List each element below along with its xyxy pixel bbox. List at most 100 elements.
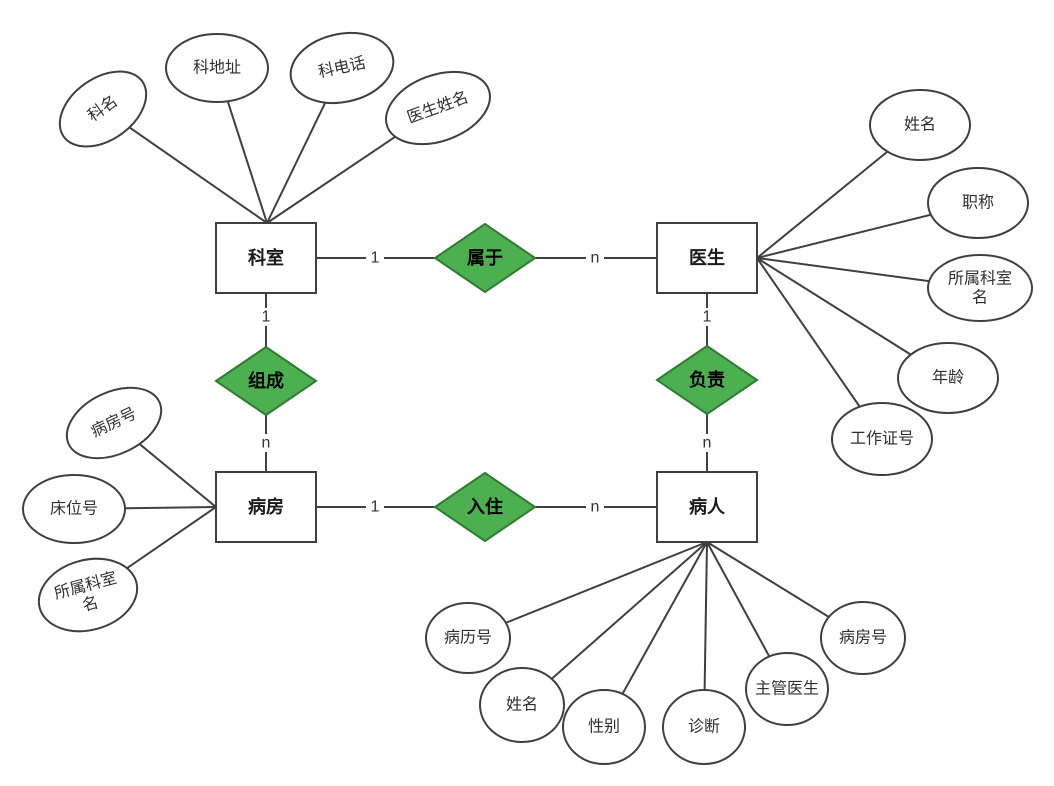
cardinality-text: 1 — [371, 250, 380, 267]
cardinality-text: n — [262, 435, 271, 452]
attribute-label-line2: 名 — [972, 289, 988, 307]
attribute-patient-record[interactable]: 病历号 — [425, 602, 511, 674]
cardinality-text: 1 — [703, 309, 712, 326]
entity-label: 病人 — [689, 496, 726, 517]
relationship-belongs-to[interactable]: 属于 — [433, 222, 537, 294]
attribute-dept-doctor-name[interactable]: 医生姓名 — [376, 59, 500, 158]
attribute-ellipse — [869, 89, 971, 161]
attribute-ward-number[interactable]: 病房号 — [56, 374, 173, 472]
attribute-doctor-age[interactable]: 年龄 — [897, 342, 999, 414]
attribute-patient-gender[interactable]: 性别 — [562, 689, 646, 765]
entity-doctor[interactable]: 医生 — [656, 222, 758, 294]
attribute-patient-ward-number[interactable]: 病房号 — [820, 601, 906, 675]
relationship-responsible-for[interactable]: 负责 — [655, 344, 759, 416]
cardinality-belongsto-from: 1 — [366, 249, 384, 267]
attribute-ellipse — [479, 667, 565, 743]
attribute-label: 主管医生 — [755, 680, 819, 698]
attribute-ellipse — [745, 652, 829, 726]
cardinality-checksin-from: 1 — [366, 498, 384, 516]
relationship-label: 组成 — [248, 370, 284, 391]
entity-label: 病房 — [248, 496, 284, 517]
attribute-doctor-work-id[interactable]: 工作证号 — [831, 402, 933, 476]
edge-patient-record — [467, 541, 708, 639]
attribute-label-line2: 名 — [80, 593, 100, 615]
attribute-ellipse — [289, 32, 395, 104]
attribute-ellipse — [385, 70, 491, 146]
entity-ward[interactable]: 病房 — [215, 471, 317, 543]
attribute-ellipse — [562, 689, 646, 765]
attribute-dept-address[interactable]: 科地址 — [165, 33, 269, 103]
attribute-ellipse — [22, 474, 126, 544]
attribute-ellipse — [662, 689, 746, 765]
attribute-patient-name[interactable]: 姓名 — [479, 667, 565, 743]
attribute-label: 性别 — [588, 718, 620, 736]
attribute-ward-dept-name[interactable]: 所属科室 名 — [31, 548, 146, 641]
entity-rect — [215, 222, 317, 294]
cardinality-text: 1 — [371, 499, 380, 516]
cardinality-responsible-to: n — [698, 434, 716, 452]
entity-label: 医生 — [689, 247, 725, 268]
attribute-label: 姓名 — [904, 116, 936, 134]
cardinality-composes-to: n — [257, 434, 275, 452]
attribute-ellipse — [37, 557, 139, 633]
attribute-label-line1: 所属科室 — [948, 270, 1012, 288]
attribute-label: 病历号 — [444, 629, 492, 647]
relationship-label: 属于 — [467, 248, 503, 268]
attribute-ellipse — [425, 602, 511, 674]
attribute-label: 职称 — [962, 194, 994, 212]
attribute-dept-phone[interactable]: 科电话 — [284, 24, 400, 112]
attribute-ellipse — [927, 254, 1033, 322]
cardinality-composes-from: 1 — [257, 308, 275, 326]
relationship-label: 入住 — [467, 496, 503, 517]
relationship-diamond — [433, 471, 537, 543]
attribute-label: 工作证号 — [850, 430, 914, 448]
attribute-label: 床位号 — [50, 500, 98, 518]
entity-rect — [656, 222, 758, 294]
cardinality-labels: 1 n 1 n 1 n 1 n — [257, 249, 716, 516]
cardinality-text: n — [591, 250, 600, 267]
cardinality-responsible-from: 1 — [698, 308, 716, 326]
entity-rect — [215, 471, 317, 543]
attribute-ellipse — [927, 167, 1029, 239]
attribute-patient-attending[interactable]: 主管医生 — [745, 652, 829, 726]
relationship-nodes: 属于 组成 负责 入住 — [214, 222, 759, 543]
attribute-ellipse — [165, 33, 269, 103]
attribute-label: 科地址 — [193, 59, 241, 77]
relationship-edges — [265, 257, 708, 508]
attribute-doctor-name[interactable]: 姓名 — [869, 89, 971, 161]
attribute-label: 年龄 — [932, 369, 964, 387]
attribute-dept-name[interactable]: 科名 — [46, 56, 160, 162]
relationship-composes[interactable]: 组成 — [214, 345, 318, 417]
attribute-ellipse — [820, 601, 906, 675]
attribute-ellipse — [897, 342, 999, 414]
relationship-checks-in[interactable]: 入住 — [433, 471, 537, 543]
edge-dept-name — [102, 108, 268, 224]
attribute-doctor-dept-name[interactable]: 所属科室 名 — [927, 254, 1033, 322]
attribute-ward-bed-number[interactable]: 床位号 — [22, 474, 126, 544]
attribute-ellipse — [65, 386, 163, 460]
relationship-diamond — [655, 344, 759, 416]
edge-patient-name — [521, 541, 708, 706]
entity-rect — [656, 471, 758, 543]
cardinality-text: n — [591, 499, 600, 516]
relationship-label: 负责 — [689, 369, 725, 390]
entity-patient[interactable]: 病人 — [656, 471, 758, 543]
cardinality-belongsto-to: n — [586, 249, 604, 267]
relationship-diamond — [433, 222, 537, 294]
entity-department[interactable]: 科室 — [215, 222, 317, 294]
attribute-ellipse — [831, 402, 933, 476]
cardinality-checksin-to: n — [586, 498, 604, 516]
cardinality-text: 1 — [262, 309, 271, 326]
entity-label: 科室 — [248, 247, 284, 268]
attribute-doctor-title[interactable]: 职称 — [927, 167, 1029, 239]
attribute-label: 病房号 — [839, 629, 887, 647]
attribute-ellipse — [58, 70, 148, 148]
relationship-diamond — [214, 345, 318, 417]
attribute-patient-diagnosis[interactable]: 诊断 — [662, 689, 746, 765]
attribute-nodes: 科名 科地址 科电话 医生姓名 姓名 职称 所属科室 名 — [22, 24, 1033, 765]
attribute-label: 姓名 — [506, 696, 538, 714]
entity-nodes: 科室 医生 病房 病人 — [215, 222, 758, 543]
attribute-label: 诊断 — [688, 718, 720, 736]
